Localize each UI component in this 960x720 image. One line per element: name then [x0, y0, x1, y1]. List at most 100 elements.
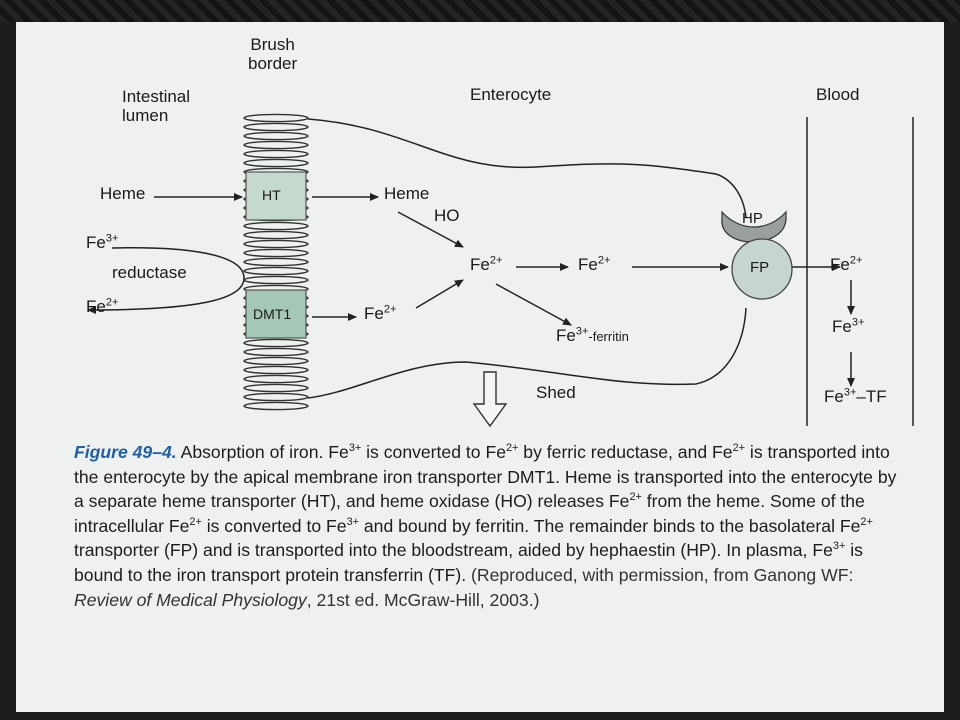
brush-border-text: Brush border: [248, 35, 298, 73]
fe3-tf-label: Fe3+–TF: [824, 386, 887, 407]
fe2-center-charge: 2+: [489, 254, 503, 267]
caption-text: from the heme. Some of the intracellular…: [74, 491, 865, 536]
fe3-blood-charge: 3+: [851, 316, 865, 329]
dmt1-transporter-box: [245, 289, 307, 339]
fp-label: FP: [750, 259, 770, 276]
fe3-lumen-text: Fe: [86, 233, 106, 252]
ion-charge: 3+: [832, 540, 846, 553]
fe2-to-center-arrow: [415, 279, 464, 309]
enterocyte-bottom-membrane: [307, 307, 747, 399]
credit-suffix: , 21st ed. McGraw-Hill, 2003.): [306, 589, 540, 610]
slide: Brush border Intestinal lumen Enterocyte…: [16, 22, 944, 712]
heme-lumen-label: Heme: [100, 184, 146, 203]
microvillus: [243, 365, 309, 375]
fe3-ferritin-label: Fe3+-ferritin: [556, 325, 629, 346]
fe3-lumen-charge: 3+: [105, 232, 119, 245]
reductase-loop-arrow: [87, 246, 245, 314]
ion-charge: 2+: [732, 442, 746, 455]
intestinal-lumen-label: Intestinal lumen: [122, 87, 191, 125]
ion-charge: 2+: [189, 515, 202, 528]
microvillus: [243, 347, 309, 357]
frame-pattern: [0, 0, 960, 22]
microvillus: [243, 113, 309, 123]
ho-arrow: [397, 211, 464, 248]
ion-charge: 3+: [348, 442, 362, 455]
ion-charge: 2+: [629, 491, 642, 504]
fp-ferroportin-circle: [731, 238, 793, 300]
ht-transporter-box: [245, 171, 307, 221]
microvillus: [243, 257, 309, 267]
hp-hephaestin-shape: [721, 210, 787, 243]
fe3-ferritin-suffix: -ferritin: [588, 329, 629, 344]
microvillus: [243, 149, 309, 159]
ho-label: HO: [434, 206, 460, 225]
fe3-tf-charge: 3+: [843, 386, 857, 399]
blood-label: Blood: [816, 85, 860, 104]
fe3-tf-text: Fe: [824, 387, 844, 406]
microvillus: [243, 383, 309, 393]
microvillus: [243, 239, 309, 249]
microvillus: [243, 122, 309, 132]
caption-text: is converted to Fe: [361, 442, 506, 462]
microvillus: [243, 392, 309, 402]
credit-prefix: (Reproduced, with permission, from Ganon…: [466, 564, 854, 585]
fe2-center-label: Fe2+: [470, 254, 503, 275]
microvillus: [243, 221, 309, 231]
ferritin-arrow: [495, 283, 572, 326]
caption-text: is transported into the enterocyte by th…: [74, 442, 897, 512]
slide-frame-top: [0, 0, 960, 22]
fe2-blood-label: Fe2+: [830, 254, 863, 275]
figure-number: Figure 49–4.: [74, 442, 177, 462]
fe3-blood-label: Fe3+: [832, 316, 865, 337]
fe2-right-text: Fe: [578, 255, 598, 274]
heme-cell-label: Heme: [384, 184, 430, 203]
fe2-right-charge: 2+: [597, 254, 611, 267]
fe3-ferritin-charge: 3+: [575, 325, 589, 338]
microvillus: [243, 338, 309, 348]
enterocyte-top-membrane: [307, 118, 747, 219]
microvillus: [243, 266, 309, 276]
iron-absorption-diagram: [87, 113, 914, 428]
brush-border-microvilli: [243, 113, 309, 411]
microvillus: [243, 140, 309, 150]
brush-border-label: Brush border: [248, 35, 298, 73]
microvillus: [243, 356, 309, 366]
fe2-lumen-text: Fe: [86, 297, 106, 316]
caption-text: and bound by ferritin. The remainder bin…: [359, 515, 861, 536]
fe2-center-text: Fe: [470, 255, 490, 274]
ion-charge: 3+: [346, 515, 359, 528]
fe3-ferritin-text: Fe: [556, 326, 576, 345]
microvillus: [243, 374, 309, 384]
fe2-right-label: Fe2+: [578, 254, 611, 275]
fe3-tf-suffix: –TF: [856, 387, 887, 406]
dmt1-label: DMT1: [253, 306, 292, 322]
ion-charge: 2+: [505, 442, 519, 455]
fe2-dmt-label: Fe2+: [364, 303, 397, 324]
shed-arrow: [472, 371, 508, 428]
hp-label: HP: [742, 210, 763, 227]
credit-book-title: Review of Medical Physiology: [74, 589, 307, 610]
fe3-lumen-label: Fe3+: [86, 232, 119, 253]
microvillus: [243, 275, 309, 285]
microvillus: [243, 230, 309, 240]
microvillus: [243, 248, 309, 258]
microvillus: [243, 131, 309, 141]
enterocyte-label: Enterocyte: [470, 85, 552, 104]
caption-text: is bound to the iron transport protein t…: [74, 540, 863, 585]
fe2-lumen-label: Fe2+: [86, 297, 118, 317]
caption-credit: (Reproduced, with permission, from Ganon…: [74, 565, 853, 610]
fe2-dmt-text: Fe: [364, 304, 384, 323]
fe2-blood-text: Fe: [830, 255, 850, 274]
fe3-blood-text: Fe: [832, 317, 852, 336]
caption-text: Absorption of iron. Fe: [176, 442, 349, 462]
ht-label: HT: [262, 187, 281, 203]
fe2-blood-charge: 2+: [849, 254, 863, 267]
shed-label: Shed: [536, 383, 576, 402]
reductase-label: reductase: [112, 263, 187, 282]
intestinal-lumen-text: Intestinal lumen: [122, 87, 191, 125]
caption-text: by ferric reductase, and Fe: [518, 442, 733, 462]
caption-text: transporter (FP) and is transported into…: [74, 540, 833, 561]
caption-body: Absorption of iron. Fe3+ is converted to…: [74, 442, 896, 585]
ion-charge: 2+: [860, 515, 873, 528]
fe2-dmt-charge: 2+: [383, 303, 397, 316]
